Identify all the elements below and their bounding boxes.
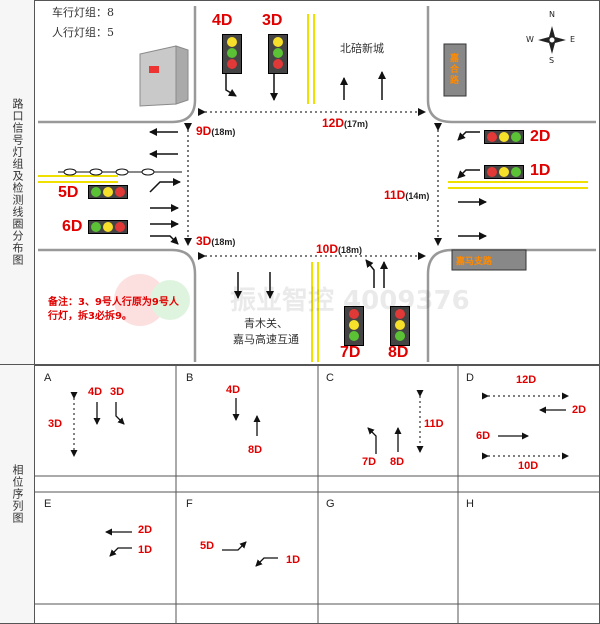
signal-head-4d [222,34,242,74]
phase-g-id: G [326,498,335,510]
lane-arrows [149,71,487,299]
phase-c-label-11d: 11D [424,418,444,430]
signal-label-7d: 7D [340,344,361,361]
signal-head-3d [268,34,288,74]
signal-head-8d [390,306,410,346]
yellow-center-lines [38,14,588,362]
crosswalk-label-3d: 3D(18m) [196,234,235,248]
crosswalk-lines [184,108,442,260]
phase-a-label-3d-ped: 3D [48,418,63,430]
signal-label-2d: 2D [530,128,551,145]
phase-b-label-4d: 4D [226,384,241,396]
vehicle-signal-count: 车行灯组：8 [52,6,114,19]
signal-head-5d [88,185,128,199]
compass-n: N [549,10,555,19]
phase-f-id: F [186,498,193,510]
street-east-bottom: 嘉马支路 [456,257,493,267]
phase-d-label-2d: 2D [572,404,587,416]
phase-b-id: B [186,372,194,384]
phase-a-id: A [44,372,52,384]
phase-c-id: C [326,372,334,384]
signal-head-6d [88,220,128,234]
section-divider [34,364,599,366]
crosswalk-3d-length: (18m) [211,237,236,247]
compass-w: W [526,35,534,44]
crosswalk-9d-length: (18m) [211,127,236,137]
crosswalk-3d-id: 3D [196,234,212,248]
signal-label-3d: 3D [262,12,283,29]
phase-c-label-7d: 7D [362,456,377,468]
phase-f-label-1d: 1D [286,554,301,566]
phase-e-label-1d: 1D [138,544,153,556]
top-side-label: 路口信号灯组及检测线圈分布图 [0,0,35,365]
detector-loop-line [58,168,182,176]
watermark-graphic [114,274,190,326]
street-east-top: 嘉合路 [450,54,460,86]
controller-cabinet-illustration [139,45,189,107]
phase-a-label-3d-top: 3D [110,386,125,398]
phase-e-label-2d: 2D [138,524,153,536]
signal-label-1d: 1D [530,162,551,179]
crosswalk-label-12d: 12D(17m) [322,116,368,130]
intersection-map [38,6,596,362]
phase-d-label-10d: 10D [518,460,539,472]
street-south: 青木关、 嘉马高速互通 [233,317,299,346]
phase-h-id: H [466,498,474,510]
compass-s: S [549,56,555,65]
bottom-side-label: 相位序列图 [0,365,35,623]
compass-icon [538,26,566,54]
crosswalk-10d-id: 10D [316,242,339,256]
signal-label-8d: 8D [388,344,409,361]
watermark-text: 振业智控 4009376 [230,286,470,316]
phase-b-label-8d: 8D [248,444,263,456]
phase-e-id: E [44,498,52,510]
signal-label-4d: 4D [212,12,233,29]
crosswalk-label-11d: 11D(14m) [384,188,429,202]
street-north: 北碚新城 [340,42,384,55]
crosswalk-10d-length: (18m) [338,245,363,255]
signal-label-5d: 5D [58,184,79,201]
signal-head-7d [344,306,364,346]
crosswalk-label-10d: 10D(18m) [316,242,362,256]
crosswalk-9d-id: 9D [196,124,212,138]
diagram-note: 备注：3、9号人行原为9号人行灯，拆3必拆9。 [48,297,179,322]
phase-grid [35,366,599,624]
phase-c-label-8d: 8D [390,456,405,468]
compass-e: E [570,35,576,44]
signal-head-1d [484,165,524,179]
phase-d-label-12d: 12D [516,374,537,386]
crosswalk-11d-length: (14m) [405,191,430,201]
pedestrian-signal-count: 人行灯组：5 [52,26,114,39]
signal-label-6d: 6D [62,218,83,235]
phase-a-label-4d: 4D [88,386,103,398]
phase-f-label-5d: 5D [200,540,215,552]
crosswalk-11d-id: 11D [384,188,406,202]
signal-head-2d [484,130,524,144]
crosswalk-label-9d: 9D(18m) [196,124,235,138]
phase-d-id: D [466,372,474,384]
phase-d-label-6d: 6D [476,430,491,442]
crosswalk-12d-id: 12D [322,116,345,130]
crosswalk-12d-length: (17m) [344,119,369,129]
